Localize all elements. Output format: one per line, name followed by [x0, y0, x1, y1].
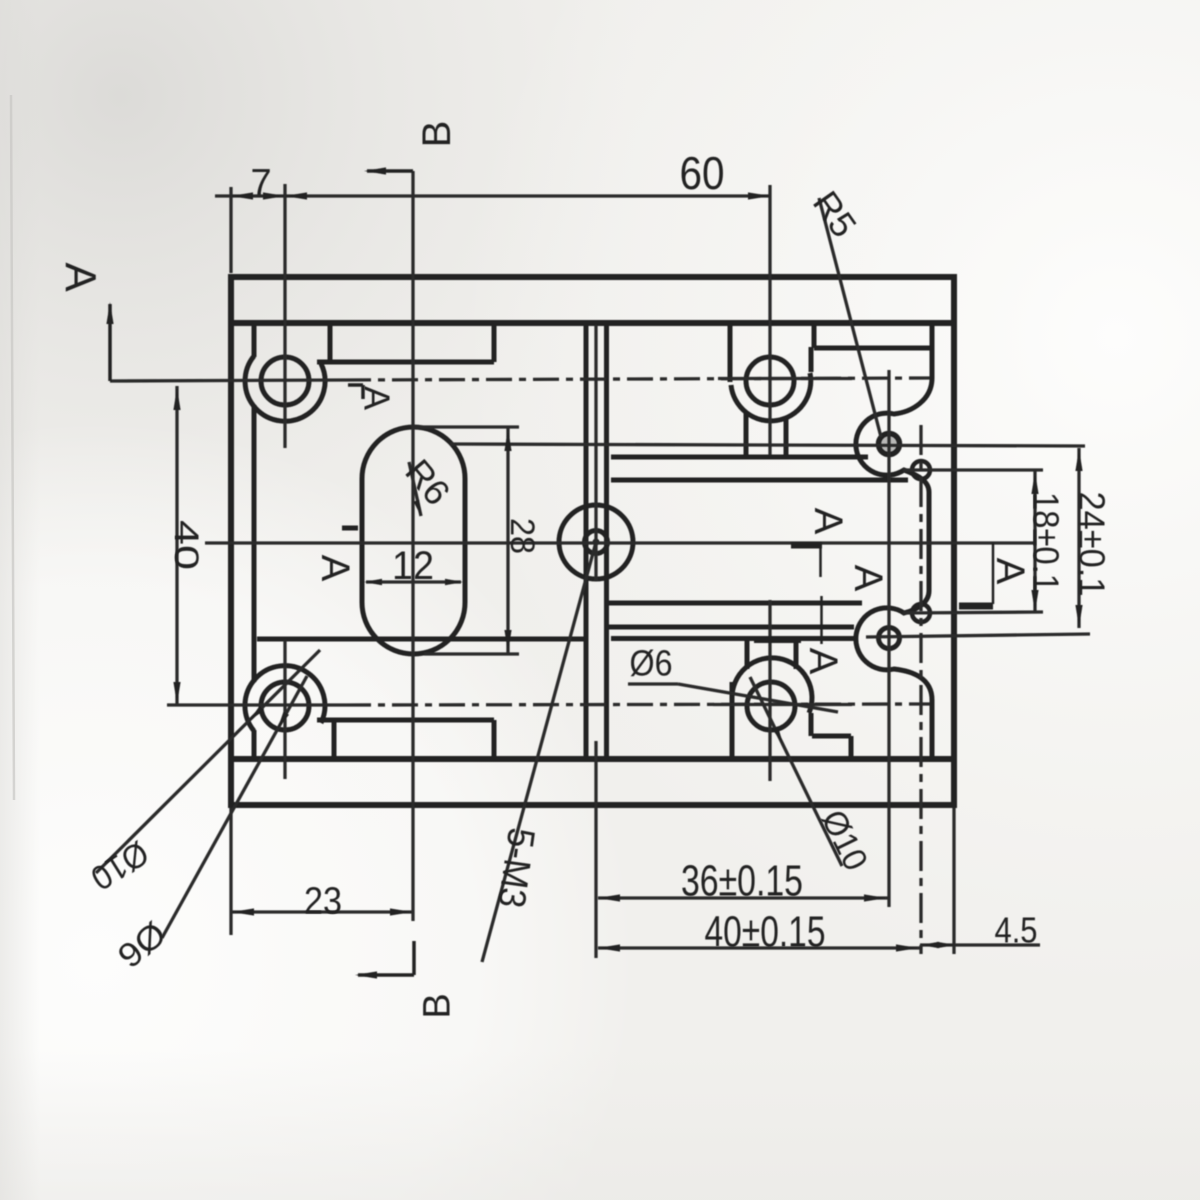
- svg-text:60: 60: [680, 147, 725, 199]
- svg-text:28: 28: [503, 518, 541, 554]
- svg-text:40: 40: [167, 520, 205, 570]
- svg-text:12: 12: [392, 544, 434, 588]
- svg-text:A: A: [313, 555, 357, 582]
- svg-text:24±0.1: 24±0.1: [1071, 492, 1112, 597]
- svg-text:B: B: [415, 121, 459, 148]
- svg-text:A: A: [806, 508, 850, 535]
- svg-text:A: A: [846, 565, 890, 592]
- svg-text:B: B: [416, 993, 458, 1018]
- svg-text:A: A: [988, 558, 1032, 585]
- svg-text:7: 7: [250, 162, 271, 204]
- svg-text:A: A: [356, 386, 397, 410]
- svg-text:18±0.1: 18±0.1: [1025, 492, 1066, 592]
- svg-text:Ø6: Ø6: [630, 643, 673, 684]
- svg-text:A: A: [801, 648, 845, 675]
- svg-text:4.5: 4.5: [995, 910, 1038, 951]
- svg-text:40±0.15: 40±0.15: [705, 907, 826, 956]
- svg-text:A: A: [56, 262, 105, 292]
- svg-text:23: 23: [304, 880, 342, 922]
- svg-text:36±0.15: 36±0.15: [681, 856, 803, 905]
